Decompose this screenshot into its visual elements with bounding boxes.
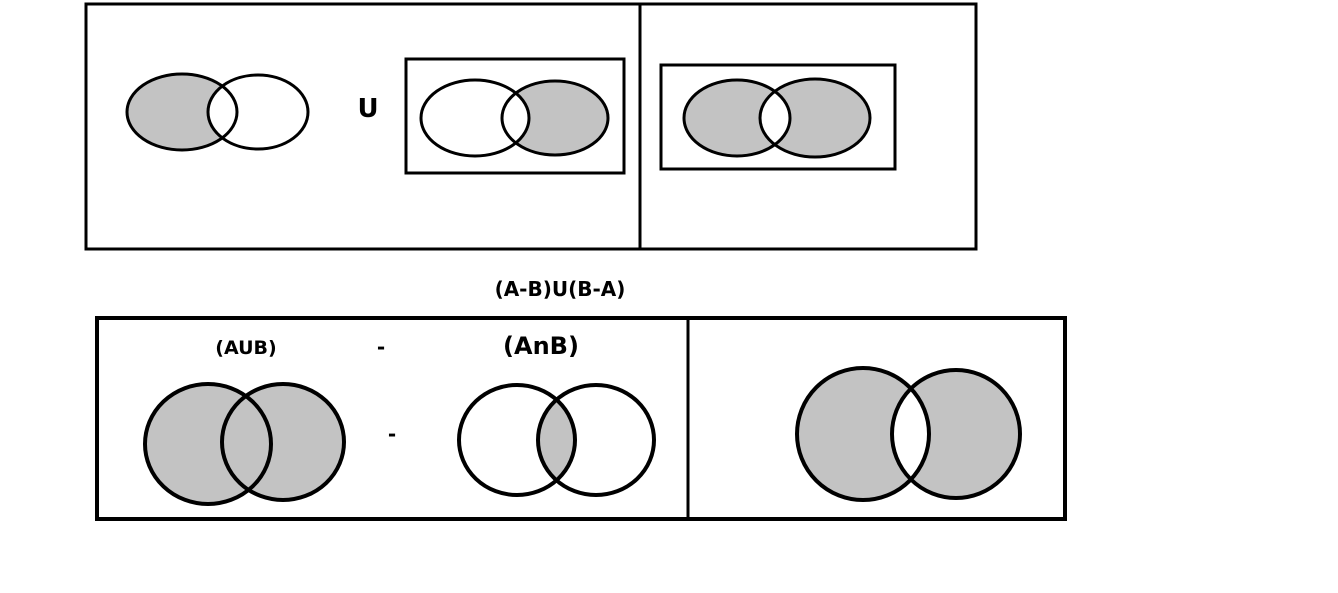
set-a-circle bbox=[682, 78, 792, 158]
label-minus-mid: - bbox=[388, 422, 396, 446]
label-anb: (AnB) bbox=[503, 332, 579, 360]
result-shaded-a bbox=[684, 80, 790, 156]
set-b-circle bbox=[220, 382, 346, 502]
caption: (A-B)U(B-A) bbox=[495, 277, 626, 301]
label-minus-top: - bbox=[377, 335, 385, 359]
b-minus-a-removed-region bbox=[421, 80, 529, 156]
label-aub: (AUB) bbox=[215, 337, 276, 359]
set-b-circle bbox=[536, 383, 656, 497]
set-a-circle bbox=[125, 72, 239, 152]
venn-b-minus-a bbox=[404, 57, 626, 175]
set-a-circle bbox=[457, 383, 577, 497]
bottom-result-shaded-b bbox=[892, 370, 1020, 498]
set-a-circle bbox=[419, 78, 531, 158]
venn-a-intersect-b bbox=[457, 383, 656, 497]
result-frame bbox=[659, 63, 897, 171]
bottom-result-shaded-a bbox=[797, 368, 929, 500]
top-outer-frame bbox=[84, 2, 978, 251]
set-b-circle bbox=[500, 79, 610, 157]
venn-bottom-result bbox=[795, 366, 1022, 502]
venn-a-minus-b bbox=[125, 72, 310, 152]
set-b-circle bbox=[758, 77, 872, 159]
top-panel: U bbox=[84, 2, 978, 251]
set-b-circle bbox=[206, 73, 310, 151]
aub-shaded-b bbox=[222, 384, 344, 500]
venn-a-union-b bbox=[143, 382, 346, 506]
bottom-outer-frame bbox=[95, 316, 1067, 521]
a-minus-b-shaded-region bbox=[127, 74, 237, 150]
set-b-circle bbox=[890, 368, 1022, 500]
b-minus-a-frame bbox=[404, 57, 626, 175]
set-a-circle bbox=[143, 382, 273, 506]
b-minus-a-shaded-region bbox=[502, 81, 608, 155]
set-a-circle bbox=[795, 366, 931, 502]
a-minus-b-removed-region bbox=[208, 75, 308, 149]
venn-symmetric-difference-result bbox=[659, 63, 897, 171]
result-shaded-b bbox=[760, 79, 870, 157]
bottom-panel: (AUB) - (AnB) - bbox=[95, 316, 1067, 521]
union-symbol: U bbox=[357, 94, 378, 124]
